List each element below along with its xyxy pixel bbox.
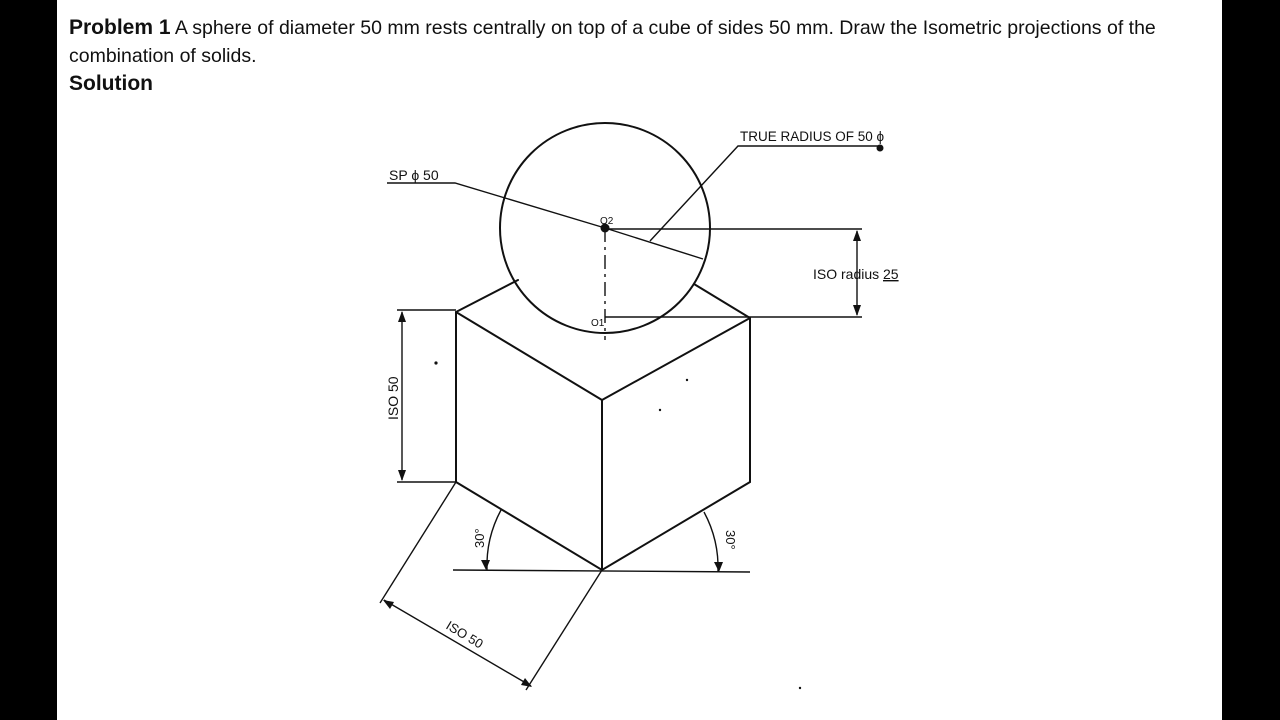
worksheet-page: Problem 1 A sphere of diameter 50 mm res… — [57, 0, 1222, 720]
angle-left-label: 30° — [472, 528, 487, 548]
stray-dot — [658, 408, 662, 412]
problem-header: Problem 1 A sphere of diameter 50 mm res… — [69, 14, 1219, 98]
leader-end-point — [876, 144, 884, 152]
true-radius-leader — [649, 145, 880, 242]
iso-base-extension-right — [525, 569, 603, 691]
problem-label: Problem 1 — [69, 16, 171, 39]
solution-heading: Solution — [69, 72, 153, 95]
iso-base-extension-left — [379, 481, 457, 604]
cube-top-front-right-edge — [601, 317, 751, 401]
iso-height-arrow-bottom — [398, 470, 406, 481]
sphere-diameter-leader — [387, 182, 606, 229]
stray-dot — [798, 686, 802, 690]
iso-radius-label: ISO radius — [813, 266, 879, 282]
stray-dot — [685, 378, 689, 382]
sphere-diameter-label: SP ϕ 50 — [389, 167, 439, 183]
iso-base-arrow-right — [521, 678, 532, 687]
true-radius-line — [604, 227, 704, 260]
problem-statement: Problem 1 A sphere of diameter 50 mm res… — [69, 14, 1219, 70]
cube-top-back-right-edge — [693, 283, 751, 319]
center-o1-label: O1 — [591, 318, 605, 329]
iso-height-label: ISO 50 — [385, 376, 401, 420]
cube-top-front-left-edge — [455, 311, 603, 401]
iso-height-arrow-top — [398, 311, 406, 322]
iso-radius-value: 25 — [883, 266, 899, 282]
iso-radius-arrow-top — [853, 230, 861, 241]
iso-base-arrow-left — [383, 600, 394, 609]
center-o2-label: O2 — [600, 216, 614, 227]
iso-base-label: ISO 50 — [443, 618, 485, 652]
sphere-outline — [499, 122, 711, 334]
angle-right-label: 30° — [723, 530, 738, 550]
angle-arrow-right — [714, 562, 723, 572]
iso-radius-arrow-bottom — [853, 305, 861, 316]
problem-text: A sphere of diameter 50 mm rests central… — [69, 17, 1156, 67]
angle-arrow-left — [481, 560, 490, 570]
centre-point-o2 — [600, 223, 610, 233]
stray-dot — [434, 361, 438, 365]
isometric-drawing: SP ϕ 50 TRUE RADIUS OF 50 ϕ O2 O1 ISO ra… — [379, 122, 899, 691]
true-radius-label: TRUE RADIUS OF 50 ϕ — [740, 129, 885, 144]
cube-top-back-left-edge — [455, 279, 519, 313]
iso-base-dimension-line — [383, 599, 532, 687]
